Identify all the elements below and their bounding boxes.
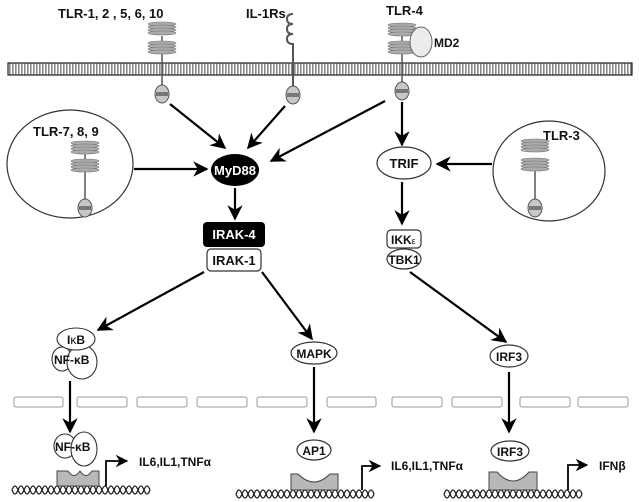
il1r-receptor (285, 13, 301, 105)
md2-label: MD2 (434, 36, 460, 50)
nuclear-pore-segment (13, 396, 64, 408)
dna-strand (443, 489, 583, 499)
edge-tbk1-irf3 (409, 271, 508, 343)
endosome-tlr789 (6, 109, 134, 219)
nuclear-pore-segment (451, 396, 503, 408)
irak1-node: IRAK-1 (206, 248, 262, 272)
svg-text:NF-κB: NF-κB (54, 353, 90, 367)
ikb-label-i: I (67, 333, 70, 347)
nuclear-membrane (13, 396, 629, 408)
ikb-label-kappa: κ (70, 333, 77, 347)
svg-text:IκB: IκB (67, 333, 85, 347)
dna-strand (235, 489, 375, 499)
il1r-label: IL-1Rs (246, 6, 286, 21)
mapk-label: MAPK (296, 347, 332, 361)
surface-tlr-receptor (147, 21, 177, 104)
nuclear-pore-segment (326, 396, 377, 408)
nuclear-pore-segment (76, 396, 128, 408)
dna-strand (11, 485, 151, 495)
nfkb-target-genes: IL6,IL1,TNFα (139, 455, 212, 469)
tlr4-receptor (387, 22, 433, 101)
tbk1-node: TBK1 (386, 248, 422, 270)
nucl-nfkb-nf: NF (55, 440, 71, 454)
tlr4-label: TLR-4 (386, 3, 424, 18)
ikb-nfkb-complex: IκB NF-κB (51, 327, 98, 380)
nucl-nfkb-kb: -κB (71, 440, 91, 454)
ap1-target-genes: IL6,IL1,TNFα (391, 459, 464, 473)
plasma-membrane (7, 62, 633, 76)
nfkb-promoter: NF-κB IL6,IL1,TNFα (11, 431, 212, 495)
nuclear-pore-segment (519, 396, 571, 408)
irak1-label: IRAK-1 (212, 253, 255, 268)
edge-il1r-myd88 (246, 105, 286, 150)
tbk1-label: TBK1 (388, 253, 420, 267)
edge-irak1-ikb (96, 271, 205, 331)
ikke-node: IKKε (386, 229, 422, 249)
irf3-nuclear-label: IRF3 (497, 445, 523, 459)
trif-node: TRIF (376, 146, 432, 180)
nuclear-pore-segment (391, 396, 443, 408)
myd88-label: MyD88 (214, 163, 256, 178)
trif-label: TRIF (390, 156, 419, 171)
mapk-node: MAPK (290, 341, 338, 365)
irak4-label: IRAK-4 (212, 227, 256, 242)
tlr3-label: TLR-3 (543, 128, 580, 143)
nuclear-pore-segment (136, 396, 188, 408)
ikke-label: IKK (391, 233, 412, 247)
ap1-promoter: AP1 IL6,IL1,TNFα (235, 439, 464, 499)
nfkb-label-kb: -κB (70, 353, 90, 367)
irak4-node: IRAK-4 (203, 222, 265, 247)
svg-text:IKKε: IKKε (391, 233, 416, 247)
nfkb-label-nf: NF (54, 353, 70, 367)
irf3-cytoplasm-node: IRF3 (489, 344, 529, 368)
irf3-target-genes: IFNβ (599, 459, 626, 473)
myd88-node: MyD88 (211, 154, 259, 186)
nuclear-pore-segment (256, 396, 308, 408)
endosome-tlr3 (492, 120, 606, 222)
ikb-label-b: B (76, 333, 85, 347)
edge-tlr-myd88 (169, 103, 227, 149)
surface-tlr-label: TLR-1, 2 , 5, 6, 10 (58, 6, 164, 21)
ikke-epsilon: ε (412, 236, 416, 246)
endosomal-tlr-label: TLR-7, 8, 9 (33, 124, 99, 139)
irf3-promoter: IRF3 IFNβ (443, 440, 626, 499)
edge-tlr4-myd88 (269, 100, 386, 162)
nuclear-pore-segment (577, 396, 629, 408)
svg-text:NF-κB: NF-κB (55, 440, 91, 454)
edge-irak1-mapk (261, 271, 313, 341)
irf3-cytoplasm-label: IRF3 (496, 350, 522, 364)
md2-protein (409, 26, 433, 58)
nuclear-pore-segment (196, 396, 248, 408)
ap1-label: AP1 (302, 444, 326, 458)
